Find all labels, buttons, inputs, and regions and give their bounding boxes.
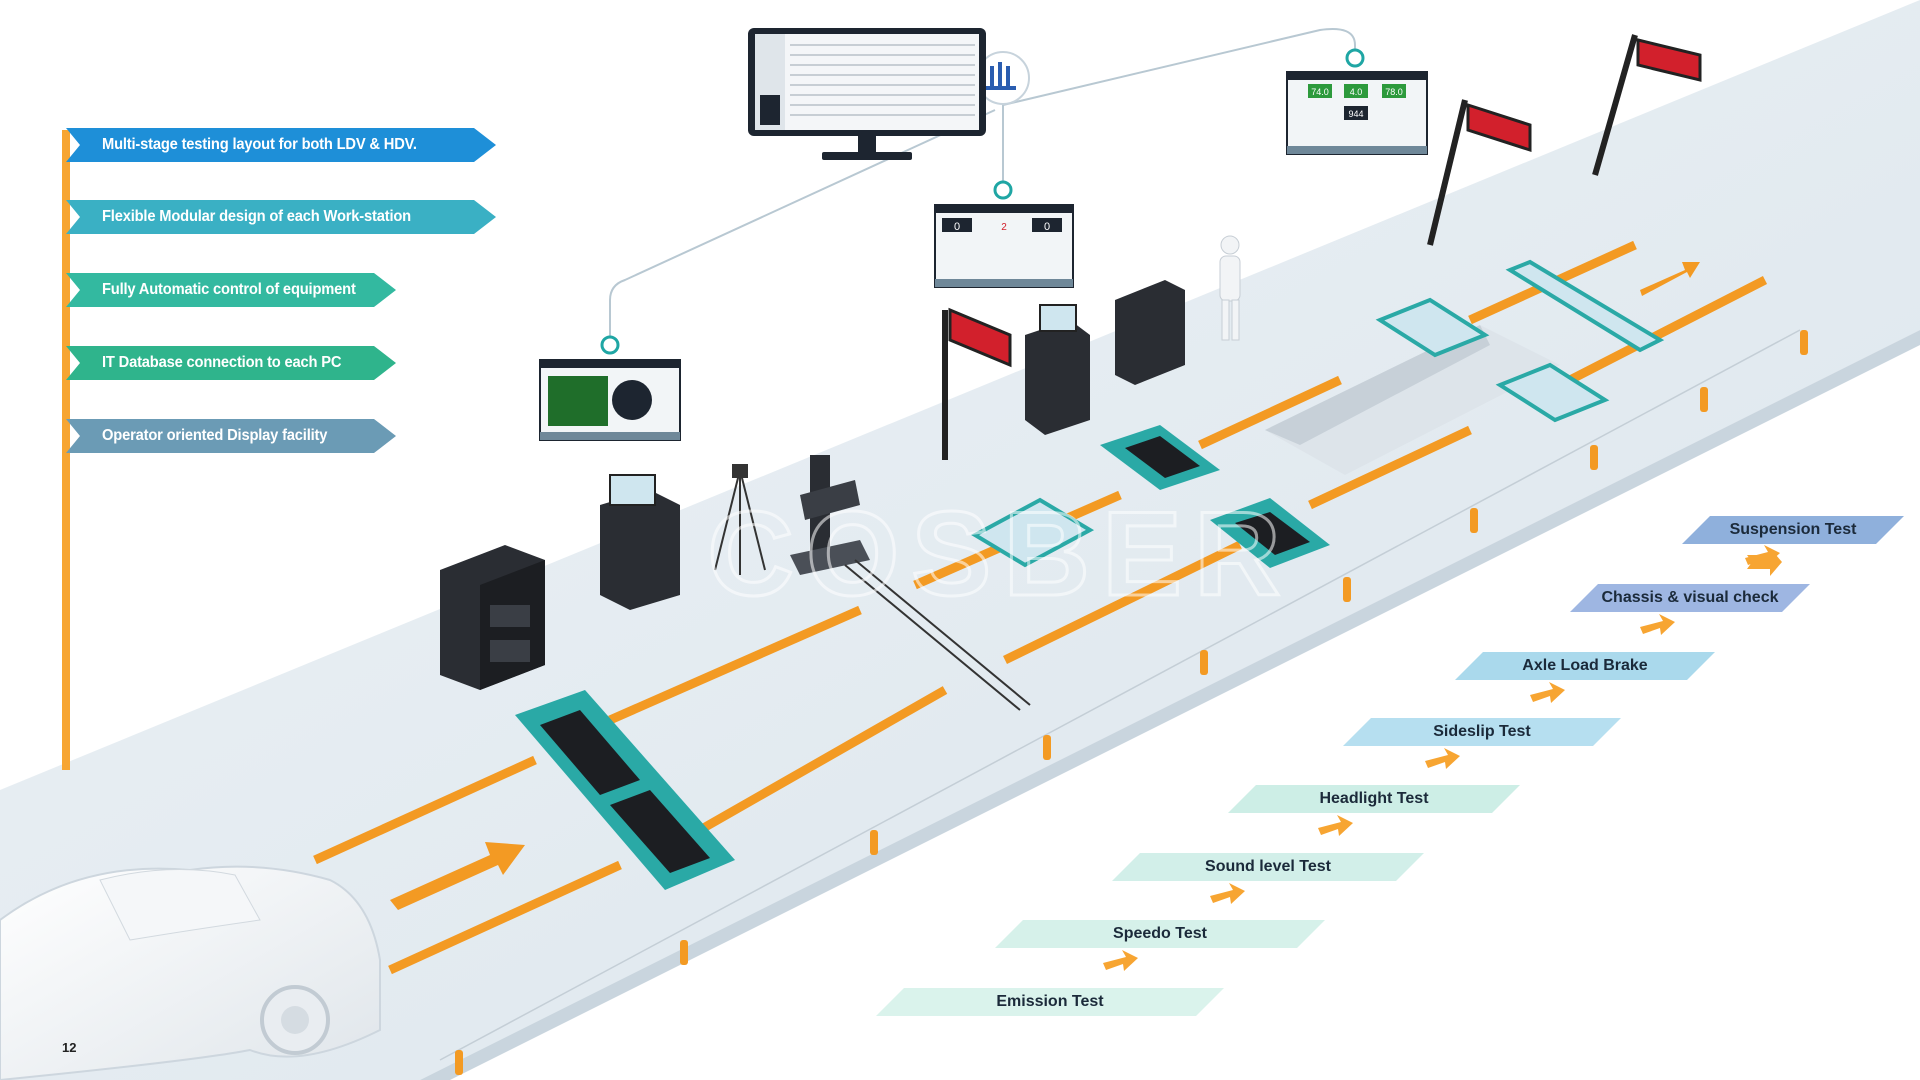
road-edge: [420, 330, 1920, 1080]
step-sideslip-test: Sideslip Test: [1343, 718, 1621, 746]
step-label: Axle Load Brake: [1522, 657, 1648, 674]
suspension-center-value: 944: [1348, 109, 1363, 119]
result-sign-1: [942, 307, 1012, 460]
step-label: Headlight Test: [1319, 790, 1429, 807]
suspension-mid-value: 4.0: [1350, 87, 1363, 97]
step-label: Chassis & visual check: [1601, 589, 1779, 606]
step-speedo-test: Speedo Test: [995, 920, 1325, 948]
feature-label: IT Database connection to each PC: [102, 354, 342, 371]
headlight-tester: [790, 455, 1031, 711]
feature-banner-display: Operator oriented Display facility: [66, 419, 396, 453]
suspension-plates: [1375, 259, 1665, 423]
console-2: [1025, 304, 1090, 435]
brake-center-value: 2: [1001, 222, 1007, 233]
feature-rail: [62, 130, 70, 770]
step-label: Suspension Test: [1729, 521, 1857, 538]
network-lines: [609, 28, 1356, 345]
result-sign-2: [1427, 99, 1532, 246]
page-number: 12: [62, 1040, 77, 1055]
operator-figure: [1219, 235, 1241, 341]
car: [0, 865, 381, 1080]
step-label: Speedo Test: [1113, 925, 1207, 942]
control-cabinet: [1115, 280, 1185, 385]
step-label: Sound level Test: [1205, 858, 1331, 875]
console-1: [600, 474, 680, 610]
watermark: COSBER: [707, 487, 1292, 621]
step-label: Emission Test: [996, 993, 1104, 1010]
sound-meter-tripod: [714, 464, 766, 575]
feature-label: Multi-stage testing layout for both LDV …: [102, 136, 417, 153]
result-sign-3: [1592, 34, 1702, 176]
database-monitor: [748, 28, 986, 160]
brake-screen-panel: 0 0 2: [934, 204, 1074, 288]
guide-cable: [439, 329, 1801, 1061]
step-arrows: [1747, 548, 1782, 576]
feature-label: Flexible Modular design of each Work-sta…: [102, 208, 411, 225]
sideslip-plate: [970, 497, 1095, 568]
step-chassis-check: Chassis & visual check: [1570, 584, 1810, 612]
step-axle-load-brake: Axle Load Brake: [1455, 652, 1715, 680]
headlight-screen-panel: [539, 359, 681, 441]
step-sound-level-test: Sound level Test: [1112, 853, 1424, 881]
step-suspension-test: Suspension Test: [1682, 516, 1904, 544]
feature-label: Operator oriented Display facility: [102, 427, 328, 444]
direction-arrows: [390, 262, 1700, 910]
suspension-left-value: 74.0: [1311, 87, 1329, 97]
step-headlight-test: Headlight Test: [1228, 785, 1520, 813]
feature-label: Fully Automatic control of equipment: [102, 281, 356, 298]
feature-banner-automatic: Fully Automatic control of equipment: [66, 273, 396, 307]
speedo-roller-bed: [515, 690, 735, 890]
bollards: [455, 330, 1808, 1075]
feature-banner-multistage: Multi-stage testing layout for both LDV …: [66, 128, 496, 162]
network-nodes: [600, 48, 1365, 355]
step-label: Sideslip Test: [1433, 723, 1531, 740]
brake-roller-bed: [1100, 425, 1330, 568]
suspension-screen-panel: 74.0 4.0 78.0 944: [1286, 71, 1428, 155]
feature-banner-modular: Flexible Modular design of each Work-sta…: [66, 200, 496, 234]
brake-right-value: 0: [1044, 221, 1050, 233]
feature-banner-database: IT Database connection to each PC: [66, 346, 396, 380]
step-emission-test: Emission Test: [876, 988, 1224, 1016]
suspension-right-value: 78.0: [1385, 87, 1403, 97]
brake-left-value: 0: [954, 221, 960, 233]
emission-cabinet: [440, 545, 545, 690]
